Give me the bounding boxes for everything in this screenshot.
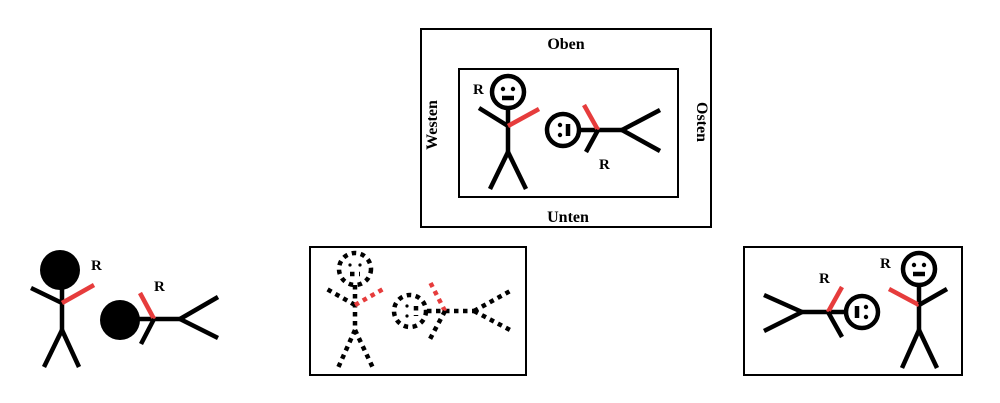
eye-left — [348, 263, 352, 267]
right-leg — [505, 151, 529, 190]
left-arm — [30, 285, 63, 306]
standing-figure: R — [880, 250, 949, 369]
lying-figure: R — [762, 271, 881, 339]
dotted-frame — [309, 246, 527, 376]
mirrored-frame — [743, 246, 963, 376]
eye-right — [921, 262, 927, 268]
marker-label: R — [91, 258, 102, 274]
head — [544, 111, 582, 149]
left-leg — [335, 329, 358, 369]
eye-top — [557, 122, 563, 128]
eye-top — [405, 304, 409, 308]
lying-figure — [391, 280, 514, 341]
leg-lower — [620, 128, 662, 153]
leg-upper — [472, 288, 514, 313]
eye-left — [911, 262, 917, 268]
dotted-panel — [309, 246, 527, 376]
eye-bottom — [557, 132, 563, 138]
eye-bottom — [405, 314, 409, 318]
marker-label: R — [599, 157, 610, 173]
solid-figures: R R — [30, 250, 220, 368]
eye-top — [863, 304, 869, 310]
dotted-head — [336, 250, 374, 288]
right-leg — [916, 329, 940, 369]
leg-lower — [472, 309, 514, 333]
outer-frame — [420, 28, 712, 228]
left-arm-marker — [887, 287, 921, 307]
standing-figure: R — [30, 250, 102, 368]
marker-label: R — [819, 271, 830, 287]
mirrored-panel: R R — [743, 246, 963, 376]
marker-label: R — [154, 279, 165, 295]
dotted-head — [391, 292, 429, 330]
label-bottom: Unten — [547, 209, 589, 226]
lying-figure: R — [100, 279, 220, 346]
arm-marker — [582, 103, 600, 132]
leg-upper — [763, 292, 803, 315]
arm — [428, 309, 447, 341]
eye-right — [358, 263, 362, 267]
head — [900, 250, 938, 288]
arm-marker — [826, 285, 844, 314]
orientation-frame: Oben Unten Westen Osten R — [420, 28, 712, 228]
head — [843, 293, 881, 331]
left-leg — [899, 329, 922, 369]
lying-figure: R — [544, 103, 662, 173]
right-leg — [352, 329, 376, 369]
arm — [139, 317, 156, 346]
eye-left — [500, 86, 506, 92]
eye-right — [510, 86, 516, 92]
arm-marker — [428, 280, 447, 313]
right-leg — [59, 329, 82, 368]
arm — [826, 310, 844, 339]
left-arm — [477, 106, 510, 128]
left-leg — [487, 151, 511, 190]
standing-figure — [323, 250, 387, 369]
marker-label: R — [473, 82, 484, 98]
leg-upper — [620, 108, 662, 132]
head — [489, 73, 527, 111]
label-right: Osten — [693, 102, 710, 142]
leg-upper — [178, 295, 220, 321]
left-arm — [323, 286, 357, 307]
eye-bottom — [863, 314, 869, 320]
solid-head — [100, 300, 140, 340]
leg-lower — [178, 316, 220, 341]
arm — [584, 128, 600, 154]
label-left: Westen — [424, 100, 441, 150]
right-arm-marker — [353, 286, 387, 307]
label-top: Oben — [547, 36, 584, 53]
left-leg — [41, 329, 65, 368]
arm-marker — [138, 291, 156, 321]
leg-lower — [762, 309, 804, 334]
right-arm-marker — [60, 283, 96, 305]
inner-frame — [458, 68, 679, 198]
standing-figure: R — [473, 73, 541, 190]
marker-label: R — [880, 256, 891, 272]
right-arm — [917, 287, 949, 307]
right-arm-marker — [506, 107, 541, 128]
solid-head — [40, 250, 80, 290]
